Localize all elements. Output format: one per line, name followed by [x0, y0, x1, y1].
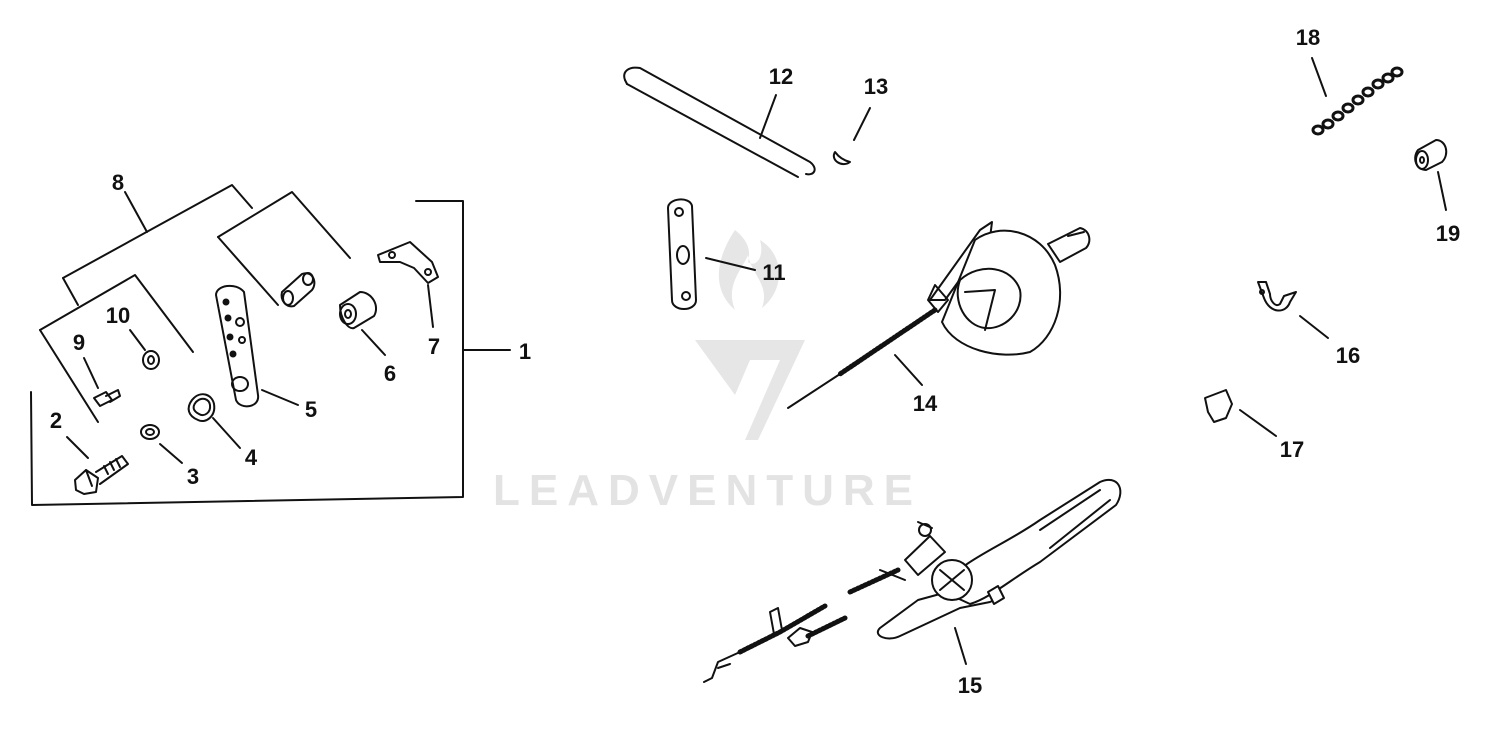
callout-4: 4 — [244, 445, 258, 470]
callout-15: 15 — [957, 673, 983, 698]
callout-5: 5 — [304, 397, 318, 422]
watermark-text: LEADVENTURE — [493, 466, 923, 515]
callout-1: 1 — [518, 339, 532, 364]
callout-14: 14 — [912, 391, 938, 416]
bracket-group-8 — [39, 184, 351, 423]
callout-7: 7 — [427, 334, 441, 359]
chain-part — [1311, 66, 1404, 136]
callout-11: 11 — [762, 260, 786, 285]
callout-17: 17 — [1279, 437, 1305, 462]
callout-3: 3 — [186, 464, 200, 489]
lever-assembly-part — [877, 479, 1122, 640]
throttle-control-part — [927, 221, 1091, 356]
callout-19: 19 — [1435, 221, 1461, 246]
callout-9: 9 — [72, 330, 86, 355]
callout-12: 12 — [768, 64, 794, 89]
callout-2: 2 — [49, 408, 63, 433]
callout-13: 13 — [863, 74, 889, 99]
callout-8: 8 — [111, 170, 125, 195]
bracket-group-1 — [30, 200, 511, 506]
callout-16: 16 — [1335, 343, 1361, 368]
bolt-part — [74, 455, 129, 495]
callout-18: 18 — [1295, 25, 1321, 50]
callout-6: 6 — [383, 361, 397, 386]
callout-10: 10 — [105, 303, 131, 328]
